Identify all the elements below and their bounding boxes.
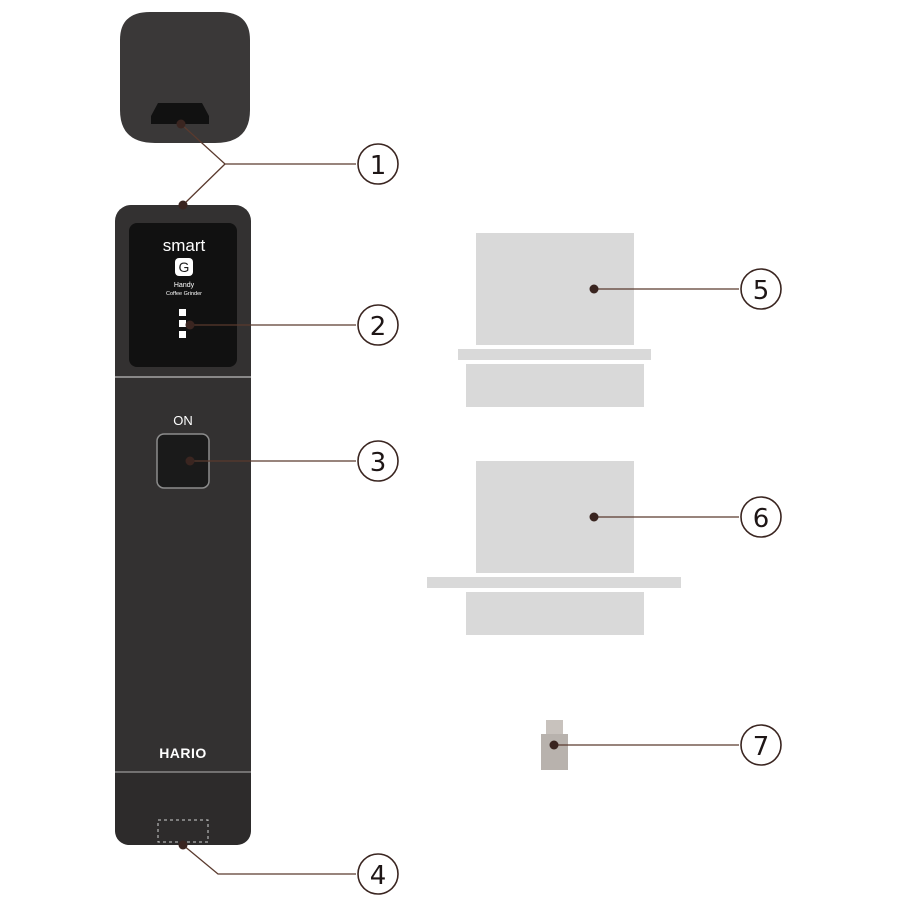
part-5-bottom xyxy=(466,364,644,407)
callout-1-number: 1 xyxy=(370,151,387,181)
callout-4-number: 4 xyxy=(370,861,387,891)
callout-4: 4 xyxy=(357,853,399,895)
leader-1-branch xyxy=(182,163,226,206)
leader-lines xyxy=(180,123,739,875)
display-panel xyxy=(129,223,237,367)
brand-coffee-grinder-text: Coffee Grinder xyxy=(166,291,202,297)
callout-7-circle xyxy=(740,724,782,766)
brand-smart-text: smart xyxy=(163,236,206,255)
part-7-body xyxy=(541,734,568,770)
callout-5-circle xyxy=(740,268,782,310)
on-label: ON xyxy=(173,413,193,428)
dot-1b xyxy=(178,200,188,210)
dot-7 xyxy=(549,740,559,750)
body-bottom-fill xyxy=(115,772,251,792)
dot-5 xyxy=(589,284,599,294)
callout-3: 3 xyxy=(357,440,399,482)
part-6-flange xyxy=(427,577,681,588)
dot-4 xyxy=(178,840,188,850)
brand-g-letter: G xyxy=(179,259,190,275)
leader-4 xyxy=(182,844,356,875)
cap-slot xyxy=(151,103,209,124)
callout-3-circle xyxy=(357,440,399,482)
part-5-flange xyxy=(458,349,651,360)
hario-logo: HARIO xyxy=(159,745,207,761)
callout-4-circle xyxy=(357,853,399,895)
callout-6: 6 xyxy=(740,496,782,538)
part-6-bottom xyxy=(466,592,644,635)
callout-2-circle xyxy=(357,304,399,346)
grinder-cap xyxy=(120,12,250,143)
callout-6-circle xyxy=(740,496,782,538)
part-7-top xyxy=(546,720,563,734)
indicator-light-1 xyxy=(179,309,186,316)
dot-1a xyxy=(176,119,186,129)
callout-5: 5 xyxy=(740,268,782,310)
leader-dots xyxy=(176,119,599,850)
brand-g-badge xyxy=(175,258,193,276)
indicator-light-3 xyxy=(179,331,186,338)
callout-5-number: 5 xyxy=(753,276,770,306)
dot-3 xyxy=(185,456,195,466)
callout-7-number: 7 xyxy=(753,732,770,762)
callout-3-number: 3 xyxy=(370,448,387,478)
callout-6-number: 6 xyxy=(753,504,770,534)
callout-2: 2 xyxy=(357,304,399,346)
brand-handy-text: Handy xyxy=(174,282,195,289)
dot-6 xyxy=(589,512,599,522)
callout-1: 1 xyxy=(357,143,399,185)
callout-7: 7 xyxy=(740,724,782,766)
indicator-light-2 xyxy=(179,320,186,327)
dot-2 xyxy=(185,320,195,330)
callout-1-circle xyxy=(357,143,399,185)
callout-2-number: 2 xyxy=(370,312,387,342)
